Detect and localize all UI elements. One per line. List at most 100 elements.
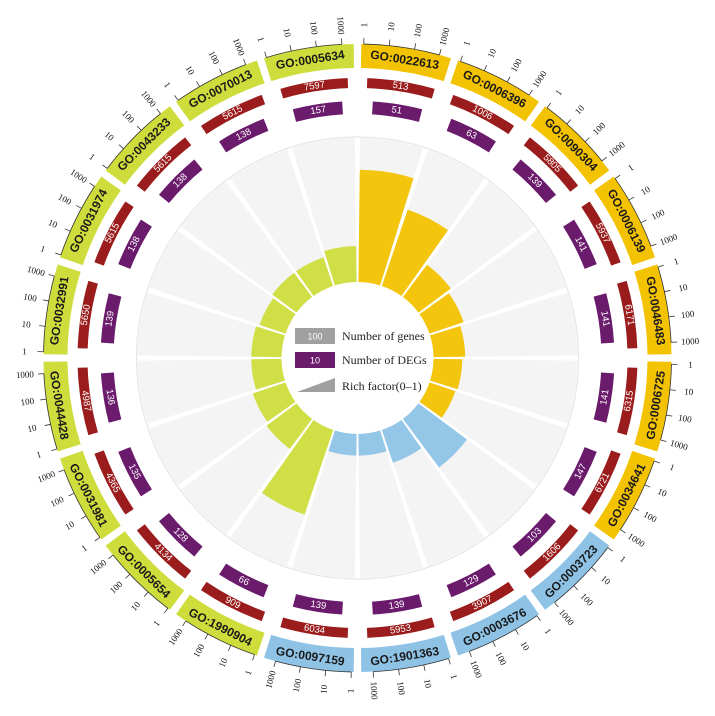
scale-tick (118, 144, 124, 149)
rich-factor-bar (430, 325, 466, 358)
center-hub (282, 283, 433, 433)
go-label-band (264, 44, 355, 82)
scale-tick-label: 1000 (139, 89, 158, 110)
scale-tick (39, 325, 46, 327)
scale-tick (102, 164, 108, 169)
genes-band (136, 524, 192, 579)
genes-band (77, 367, 98, 436)
scale-axis (554, 547, 609, 603)
scale-tick-label: 10 (573, 103, 587, 117)
sector-background (430, 358, 578, 424)
go-label-band (530, 106, 610, 185)
go-label-band (594, 450, 655, 540)
genes-band (366, 78, 435, 99)
scale-tick (573, 585, 579, 591)
go-label-band (60, 450, 121, 540)
degs-box (158, 512, 203, 557)
degs-value: 141 (598, 388, 611, 405)
rich-factor-bar (402, 264, 451, 313)
degs-box (563, 447, 597, 497)
scale-tick-label: 100 (677, 412, 693, 424)
scale-tick-label: 1 (256, 36, 267, 43)
scale-tick (644, 484, 651, 488)
rich-factor-bar (324, 246, 357, 286)
degs-box (100, 293, 122, 344)
scale-tick (143, 591, 149, 597)
scale-tick (660, 439, 667, 442)
scale-tick-label: 100 (49, 494, 66, 509)
scale-tick-label: 1000 (557, 607, 576, 628)
scale-tick-label: 1 (359, 23, 369, 28)
scale-tick (80, 515, 87, 520)
scale-tick (669, 389, 676, 391)
scale-tick (653, 460, 660, 464)
genes-value: 7597 (303, 79, 326, 93)
scale-axis (112, 554, 169, 609)
sector-background (419, 382, 566, 486)
degs-box (563, 219, 597, 269)
scale-tick (633, 507, 639, 511)
scale-tick-label: 100 (291, 677, 303, 693)
scale-axis (177, 64, 246, 101)
rich-factor-bar (266, 403, 313, 449)
genes-value: 5937 (593, 221, 612, 245)
genes-value: 5615 (221, 103, 245, 122)
scale-tick (536, 615, 541, 621)
go-label-band (450, 60, 539, 122)
scale-tick (506, 76, 511, 83)
scale-tick (51, 448, 58, 452)
scale-tick-label: 10 (21, 319, 31, 330)
genes-band (280, 78, 349, 99)
scale-axis (460, 60, 530, 96)
scale-tick-label: 10 (318, 684, 329, 694)
scale-axis (60, 186, 95, 256)
rich-factor-bar (251, 358, 285, 390)
scale-tick-label: 1000 (335, 16, 346, 35)
scale-tick (657, 264, 664, 268)
sector-background (181, 181, 313, 313)
genes-value: 4987 (79, 390, 93, 413)
scale-tick-label: 100 (591, 120, 608, 137)
scale-tick (196, 81, 200, 87)
scale-tick-label: 100 (650, 207, 667, 222)
rich-factor-bar (419, 382, 456, 418)
scale-tick-label: 1 (688, 360, 693, 370)
go-label-band (43, 264, 81, 355)
scale-tick-label: 100 (207, 49, 222, 66)
scale-tick-label: 100 (412, 23, 424, 39)
scale-tick (398, 669, 400, 676)
scale-tick (44, 423, 51, 426)
scale-tick-label: 1 (449, 673, 460, 680)
scale-tick-label: 1 (39, 243, 47, 254)
rich-factor-bar (251, 326, 285, 358)
scale-tick-label: 1000 (658, 231, 679, 247)
degs-box (219, 563, 269, 598)
scale-tick-label: 100 (642, 509, 659, 524)
legend-rich-label: Rich factor(0–1) (342, 379, 422, 393)
genes-band (523, 524, 579, 579)
scale-tick-label: 1000 (68, 167, 89, 185)
sector-background (137, 292, 285, 358)
sector-background (430, 292, 578, 358)
degs-box (372, 101, 423, 122)
scale-tick (591, 567, 597, 572)
scale-tick-label: 1000 (263, 669, 277, 689)
scale-tick-label: 10 (656, 486, 669, 499)
scale-tick (483, 65, 488, 71)
scale-tick-label: 1000 (437, 26, 451, 46)
genes-band (581, 201, 621, 266)
legend-rich-swatch (297, 378, 335, 392)
sector-background (358, 430, 423, 578)
genes-value: 3907 (470, 593, 494, 612)
go-label-band (176, 60, 265, 122)
genes-value: 513 (392, 80, 409, 93)
scale-tick (439, 48, 442, 55)
degs-value: 66 (237, 574, 251, 589)
scale-tick (423, 664, 426, 671)
scale-tick-label: 100 (494, 650, 509, 667)
